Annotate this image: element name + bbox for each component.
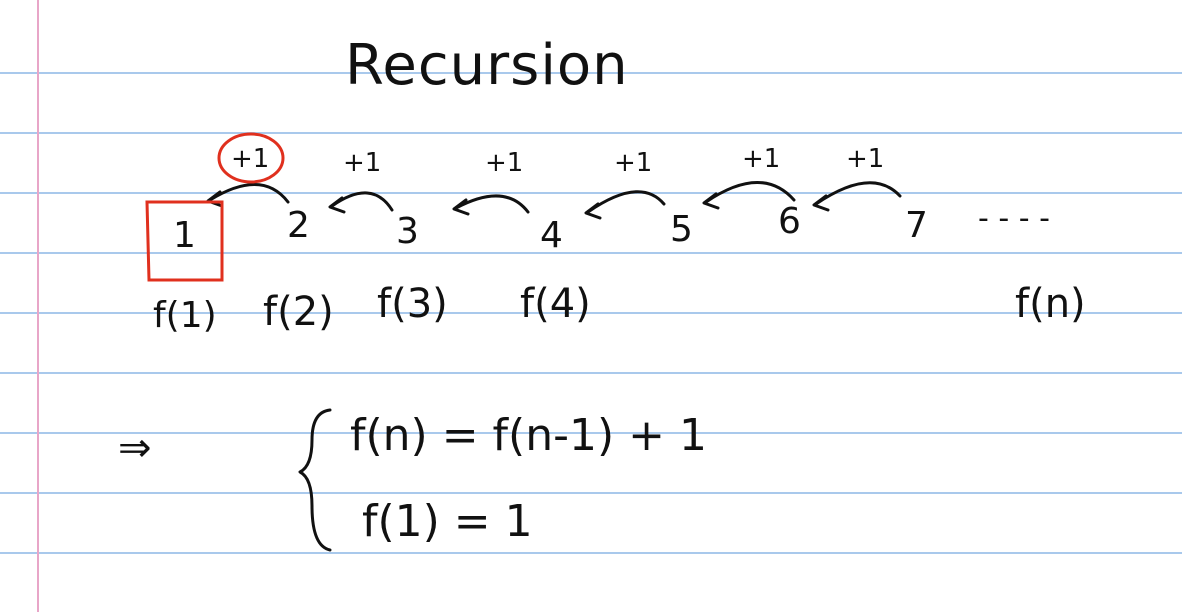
function-label: f(n) bbox=[1015, 281, 1086, 327]
margin-line bbox=[37, 0, 39, 612]
increment-label: +1 bbox=[742, 144, 781, 174]
sequence-number: 6 bbox=[778, 201, 801, 242]
function-label: f(4) bbox=[520, 281, 591, 327]
sequence-number: 5 bbox=[670, 209, 693, 250]
sequence-number: 4 bbox=[540, 215, 563, 256]
ruled-line bbox=[0, 492, 1182, 494]
ruled-line bbox=[0, 252, 1182, 254]
ruled-line bbox=[0, 132, 1182, 134]
sequence-number: 7 bbox=[905, 205, 928, 246]
sequence-number: 1 bbox=[173, 215, 196, 256]
ruled-line bbox=[0, 72, 1182, 74]
ruled-line bbox=[0, 372, 1182, 374]
arrowhead-icon bbox=[584, 202, 602, 220]
implies-arrow: ⇒ bbox=[118, 425, 152, 471]
base-case-equation: f(1) = 1 bbox=[362, 496, 533, 547]
increment-arc bbox=[454, 194, 530, 214]
ruled-line bbox=[0, 192, 1182, 194]
increment-label: +1 bbox=[846, 144, 885, 174]
ellipsis: - - - - bbox=[978, 201, 1050, 236]
increment-label: +1 bbox=[614, 148, 653, 178]
function-label: f(3) bbox=[377, 281, 448, 327]
function-label: f(1) bbox=[153, 295, 217, 336]
page-title: Recursion bbox=[345, 33, 629, 98]
ruled-line bbox=[0, 432, 1182, 434]
function-label: f(2) bbox=[263, 289, 334, 335]
arrowhead-icon bbox=[812, 194, 830, 212]
curly-brace bbox=[298, 408, 332, 552]
sequence-number: 2 bbox=[287, 205, 310, 246]
arrowhead-icon bbox=[206, 190, 224, 208]
increment-arc bbox=[586, 190, 666, 214]
arrowhead-icon bbox=[702, 192, 720, 210]
sequence-number: 3 bbox=[396, 211, 419, 252]
ruled-line bbox=[0, 312, 1182, 314]
arrowhead-icon bbox=[452, 198, 470, 216]
arrowhead-icon bbox=[328, 196, 346, 214]
recurrence-equation: f(n) = f(n-1) + 1 bbox=[350, 410, 707, 461]
ruled-line bbox=[0, 552, 1182, 554]
increment-label: +1 bbox=[343, 148, 382, 178]
increment-label: +1 bbox=[231, 144, 270, 174]
increment-arc bbox=[330, 191, 394, 212]
increment-label: +1 bbox=[485, 148, 524, 178]
